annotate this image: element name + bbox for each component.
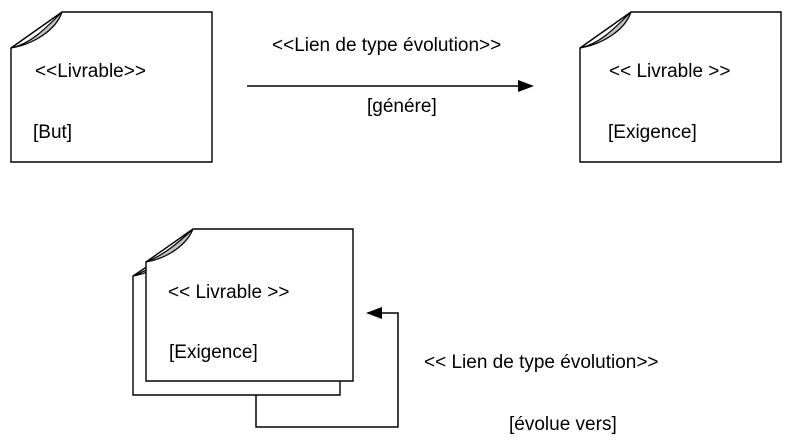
self-link-label: << Lien de type évolution>> — [424, 352, 659, 373]
bottom-stereotype: << Livrable >> — [168, 282, 290, 303]
doc-livrable-but — [10, 11, 213, 163]
doc-livrable-exigence-stack — [132, 228, 354, 396]
page-curl-icon — [579, 11, 632, 49]
top-link-label: <<Lien de type évolution>> — [272, 35, 502, 56]
top-left-name: [But] — [33, 122, 73, 143]
bottom-name: [Exigence] — [169, 342, 258, 363]
generates-arrow — [247, 80, 534, 92]
page-curl-icon — [10, 11, 63, 49]
self-evolution-arrow — [255, 307, 399, 428]
arrowhead-icon — [518, 80, 534, 92]
doc-livrable-exigence-top — [579, 11, 782, 163]
top-right-stereotype: << Livrable >> — [609, 61, 731, 82]
top-right-name: [Exigence] — [608, 122, 697, 143]
top-link-action: [génére] — [367, 96, 437, 117]
arrowhead-icon — [366, 307, 382, 319]
top-left-stereotype: <<Livrable>> — [35, 61, 146, 82]
page-curl-icon — [145, 228, 194, 263]
self-link-action: [évolue vers] — [509, 414, 617, 435]
